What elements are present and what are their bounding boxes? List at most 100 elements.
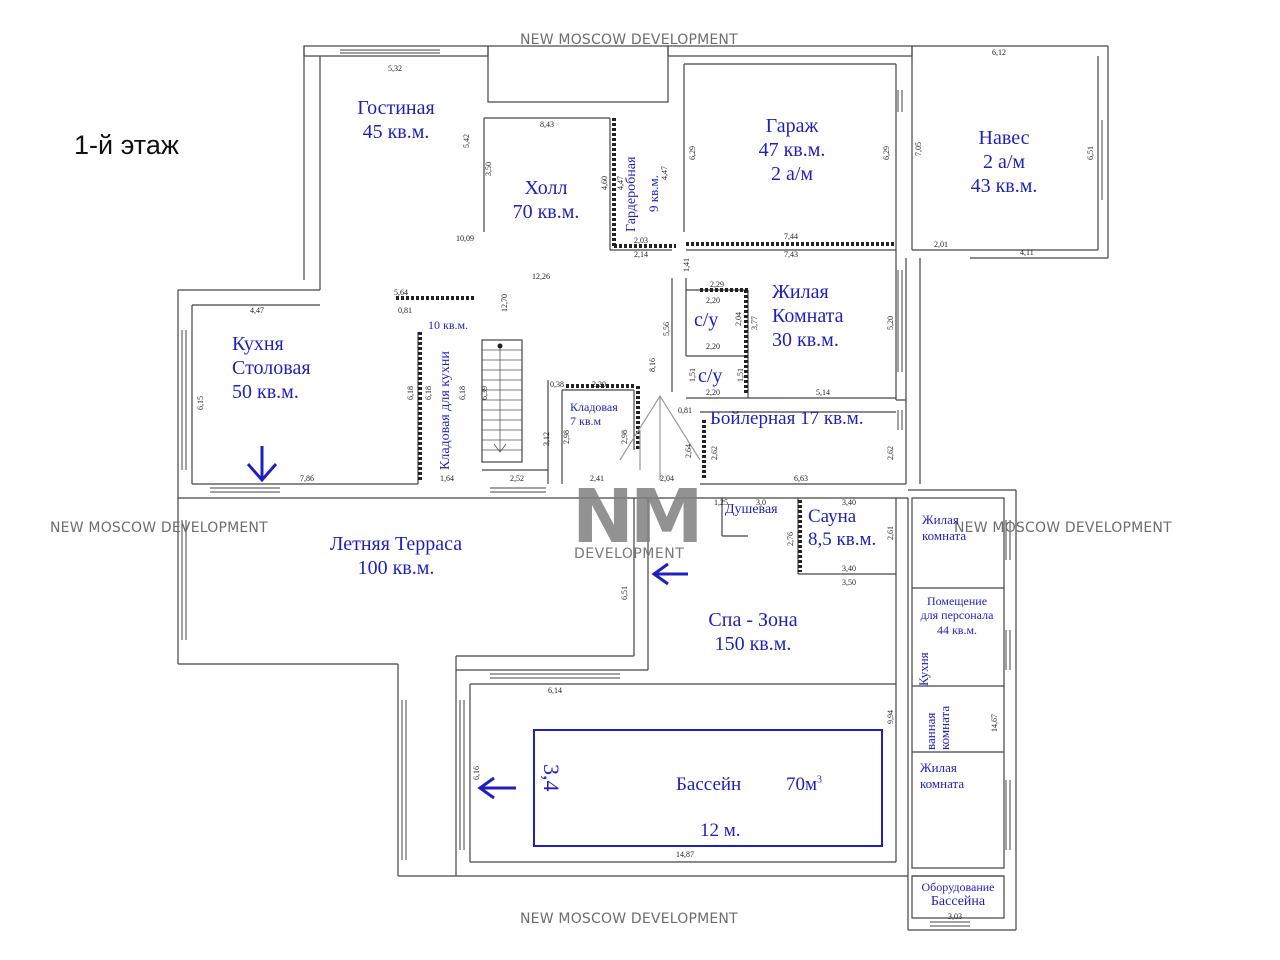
- dimension-label: 5,64: [394, 288, 408, 297]
- dimension-label: 2,98: [620, 430, 629, 444]
- dimension-label: 2,76: [786, 532, 795, 546]
- dimension-label: 5,32: [388, 64, 402, 73]
- room-line1: Оборудование: [921, 880, 995, 894]
- dimension-label: 7,86: [300, 474, 314, 483]
- dimension-label: 8,16: [648, 358, 657, 372]
- dimension-label: 0,81: [678, 406, 692, 415]
- pool-name: Бассейн: [676, 774, 742, 795]
- room-area: 44 кв.м.: [936, 622, 978, 637]
- logo-building-graphic: [619, 394, 701, 480]
- wall-top-left: [303, 45, 489, 57]
- dimension-label: 5,42: [462, 134, 471, 148]
- dimension-label: 6,63: [794, 474, 808, 483]
- dimension-label: 4,11: [1020, 248, 1034, 257]
- dimension-label: 2,41: [590, 474, 604, 483]
- room-line1: Помещение: [926, 594, 988, 608]
- room-name: Летняя Терраса: [329, 533, 463, 555]
- dimension-label: 12,70: [500, 294, 509, 312]
- dimension-label: 7,44: [784, 232, 798, 241]
- room-area: 150 кв.м.: [714, 633, 792, 655]
- dimension-label: 6,18: [424, 386, 433, 400]
- room-naves: Навес 2 а/м 43 кв.м.: [956, 126, 1052, 198]
- dimension-label: 2,01: [934, 240, 948, 249]
- dimension-label: 6,39: [480, 386, 489, 400]
- dimension-label: 6,15: [196, 396, 205, 410]
- room-dushevaya: Душевая: [725, 502, 778, 517]
- dimension-label: 3,12: [542, 432, 551, 446]
- dimension-label: 1,64: [440, 474, 454, 483]
- dimension-label: 5,14: [816, 388, 830, 397]
- dimension-label: 1,51: [736, 368, 745, 382]
- room-kladovaya: Кладовая 7 кв.м: [570, 400, 618, 429]
- room-kuhnya: Кухня Столовая 50 кв.м.: [232, 332, 311, 404]
- dimension-label: 6,18: [406, 386, 415, 400]
- room-garderob-area: 9 кв.м.: [646, 175, 661, 212]
- room-garazh: Гараж 47 кв.м. 2 а/м: [742, 114, 842, 186]
- room-line1: Жилая: [772, 281, 829, 303]
- room-area: 47 кв.м.: [758, 139, 826, 161]
- dimension-label: 7,43: [784, 250, 798, 259]
- dimension-label: 2,20: [706, 296, 720, 305]
- dimension-label: 4,47: [616, 176, 625, 190]
- dimension-label: 6,29: [688, 146, 697, 160]
- dimension-label: 1,25: [714, 498, 728, 507]
- dimension-label: 6,29: [882, 146, 891, 160]
- dimension-label: 5,20: [886, 316, 895, 330]
- dimension-label: 2,14: [634, 250, 648, 259]
- room-area: 43 кв.м.: [970, 175, 1038, 197]
- room-wc-2: с/у: [698, 365, 723, 387]
- room-line1: Жилая: [920, 760, 957, 775]
- dimension-label: 2,04: [660, 474, 674, 483]
- watermark-top: NEW MOSCOW DEVELOPMENT: [520, 32, 738, 48]
- room-staff-kitchen: Кухня: [916, 652, 931, 686]
- dimension-label: 3,03: [948, 912, 962, 921]
- dimension-label: 2,20: [706, 388, 720, 397]
- room-boiler: Бойлерная 17 кв.м.: [710, 408, 864, 429]
- dimension-label: 2,20: [706, 342, 720, 351]
- room-area: 100 кв.м.: [357, 557, 435, 579]
- dimension-label: 6,51: [620, 586, 629, 600]
- dimension-label: 1,41: [682, 258, 691, 272]
- pool-length: 12 м.: [700, 820, 741, 841]
- room-cars: 2 а/м: [982, 151, 1026, 173]
- room-cars: 2 а/м: [770, 163, 814, 185]
- dimension-label: 6,51: [1086, 146, 1095, 160]
- dimension-label: 2,04: [734, 312, 743, 326]
- room-line2: комната: [922, 527, 967, 543]
- entrance-arrows: [246, 446, 688, 800]
- dimension-label: 4,47: [250, 306, 264, 315]
- room-holl: Холл 70 кв.м.: [500, 176, 592, 224]
- dimension-label: 3,77: [750, 316, 759, 330]
- logo-subtitle: DEVELOPMENT: [574, 546, 685, 562]
- room-kladovaya-kuhni-name: Кладовая для кухни: [438, 351, 453, 470]
- pool-outline: [533, 729, 883, 847]
- floor-title: 1-й этаж: [74, 130, 179, 160]
- dimension-label: 14,87: [676, 850, 694, 859]
- dimension-label: 3,0: [756, 498, 766, 507]
- dimension-label: 5,56: [662, 322, 671, 336]
- walls: [177, 45, 1109, 931]
- hatched-walls: [396, 118, 896, 572]
- pool-volume-value: 70м: [786, 774, 818, 795]
- room-name: Гостиная: [357, 97, 435, 119]
- dimension-label: 2,20: [592, 380, 606, 389]
- room-bath: ванная комната: [923, 706, 953, 750]
- room-name: Холл: [524, 177, 568, 199]
- dimension-label: 1,51: [688, 368, 697, 382]
- watermark-left: NEW MOSCOW DEVELOPMENT: [50, 520, 268, 536]
- dimension-label: 6,14: [548, 686, 562, 695]
- stair-treads: [482, 348, 522, 453]
- dimension-label: 2,03: [634, 236, 648, 245]
- room-terrasa: Летняя Терраса 100 кв.м.: [306, 532, 486, 580]
- room-area: 50 кв.м.: [232, 381, 299, 403]
- dimension-label: 0,81: [398, 306, 412, 315]
- dimension-label: 4,47: [660, 166, 669, 180]
- dimension-label: 2,98: [562, 430, 571, 444]
- room-wc-1: с/у: [694, 309, 719, 331]
- room-kladovaya-kuhni-area: 10 кв.м.: [428, 318, 469, 332]
- dimension-label: 2,29: [710, 280, 724, 289]
- room-line2: для персонала: [920, 608, 994, 623]
- wall-top-center: [487, 45, 669, 103]
- room-zhilaya: Жилая Комната 30 кв.м.: [772, 280, 844, 352]
